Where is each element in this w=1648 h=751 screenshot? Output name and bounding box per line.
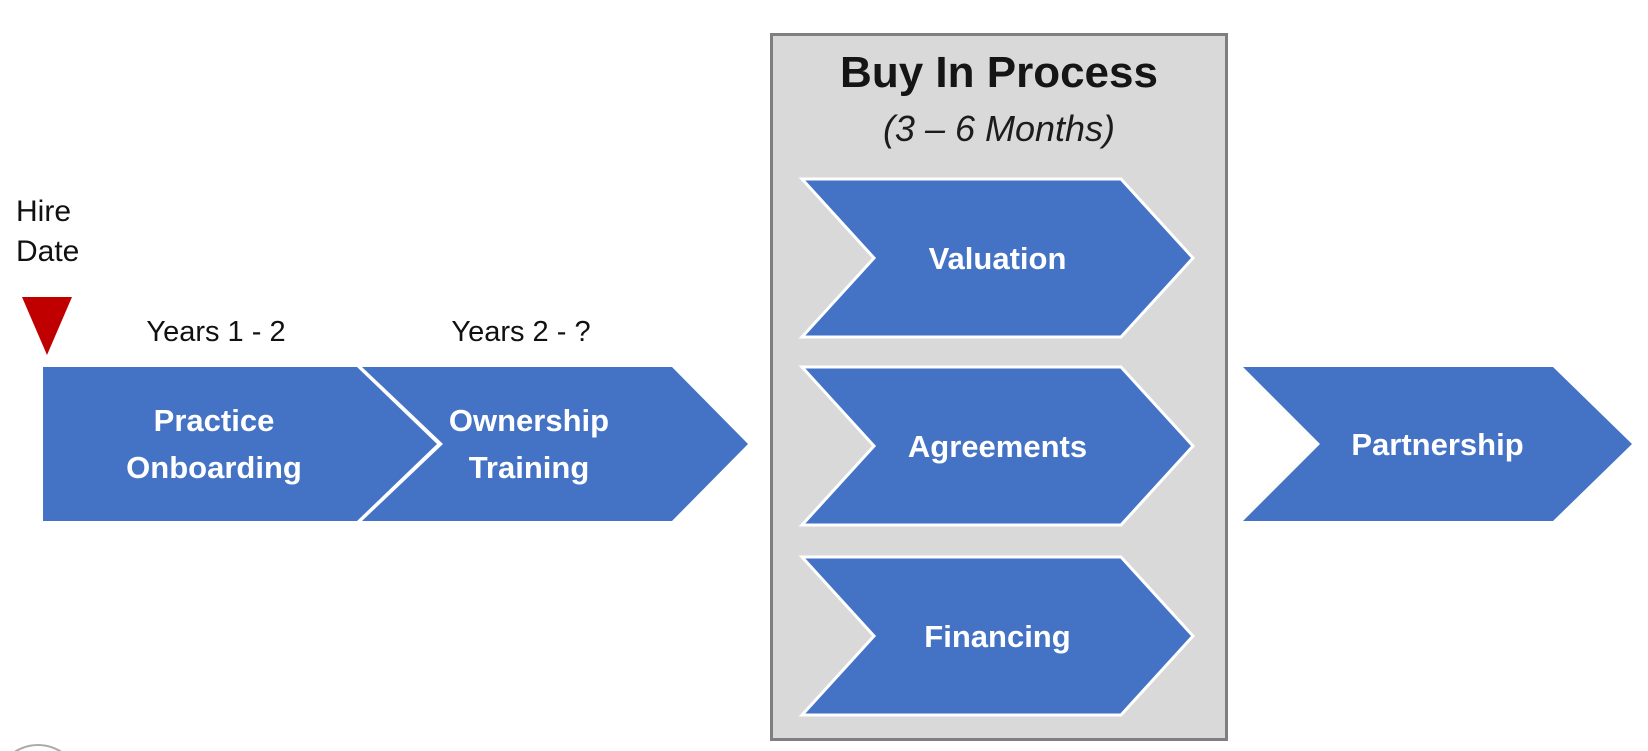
financing-arrow: Financing: [798, 555, 1196, 717]
practice-onboarding-line1: Practice: [153, 403, 275, 438]
agreements-arrow: Agreements: [798, 365, 1196, 527]
hire-date-marker-icon: [22, 297, 72, 355]
partnership-arrow-label: Partnership: [1351, 426, 1524, 462]
agreements-arrow-shape: [798, 365, 1196, 527]
financing-arrow-shape: [798, 555, 1196, 717]
valuation-arrow-shape: [798, 177, 1196, 339]
practice-onboarding-arrow-label: Practice Onboarding: [43, 367, 437, 521]
practice-onboarding-line2: Onboarding: [126, 450, 302, 485]
practice-onboarding-arrow: Practice Onboarding: [43, 367, 437, 521]
financing-arrow-label: Financing: [924, 618, 1071, 654]
partnership-arrow-shape: [1243, 367, 1632, 521]
ownership-training-line2: Training: [468, 450, 590, 485]
ownership-training-line1: Ownership: [448, 403, 610, 438]
phase2-period-label: Years 2 - ?: [451, 316, 591, 348]
practice-onboarding-arrow-shape: [43, 367, 437, 521]
partnership-arrow: Partnership: [1243, 367, 1632, 521]
ownership-training-arrow: Ownership Training: [362, 367, 748, 521]
hire-date-label: Hire Date: [16, 192, 79, 272]
valuation-arrow-label: Valuation: [928, 240, 1067, 276]
phase1-period-label: Years 1 - 2: [146, 316, 286, 348]
valuation-arrow: Valuation: [798, 177, 1196, 339]
cropped-circle-watermark: [0, 744, 82, 751]
agreements-arrow-label: Agreements: [907, 428, 1088, 464]
ownership-training-arrow-label: Ownership Training: [362, 367, 748, 521]
hire-date-line2: Date: [16, 235, 80, 268]
buy-in-process-title: Buy In Process: [840, 48, 1158, 97]
hire-date-line1: Hire: [16, 195, 72, 228]
ownership-training-arrow-shape: [362, 367, 748, 521]
buy-in-process-subtitle: (3 – 6 Months): [882, 108, 1116, 149]
